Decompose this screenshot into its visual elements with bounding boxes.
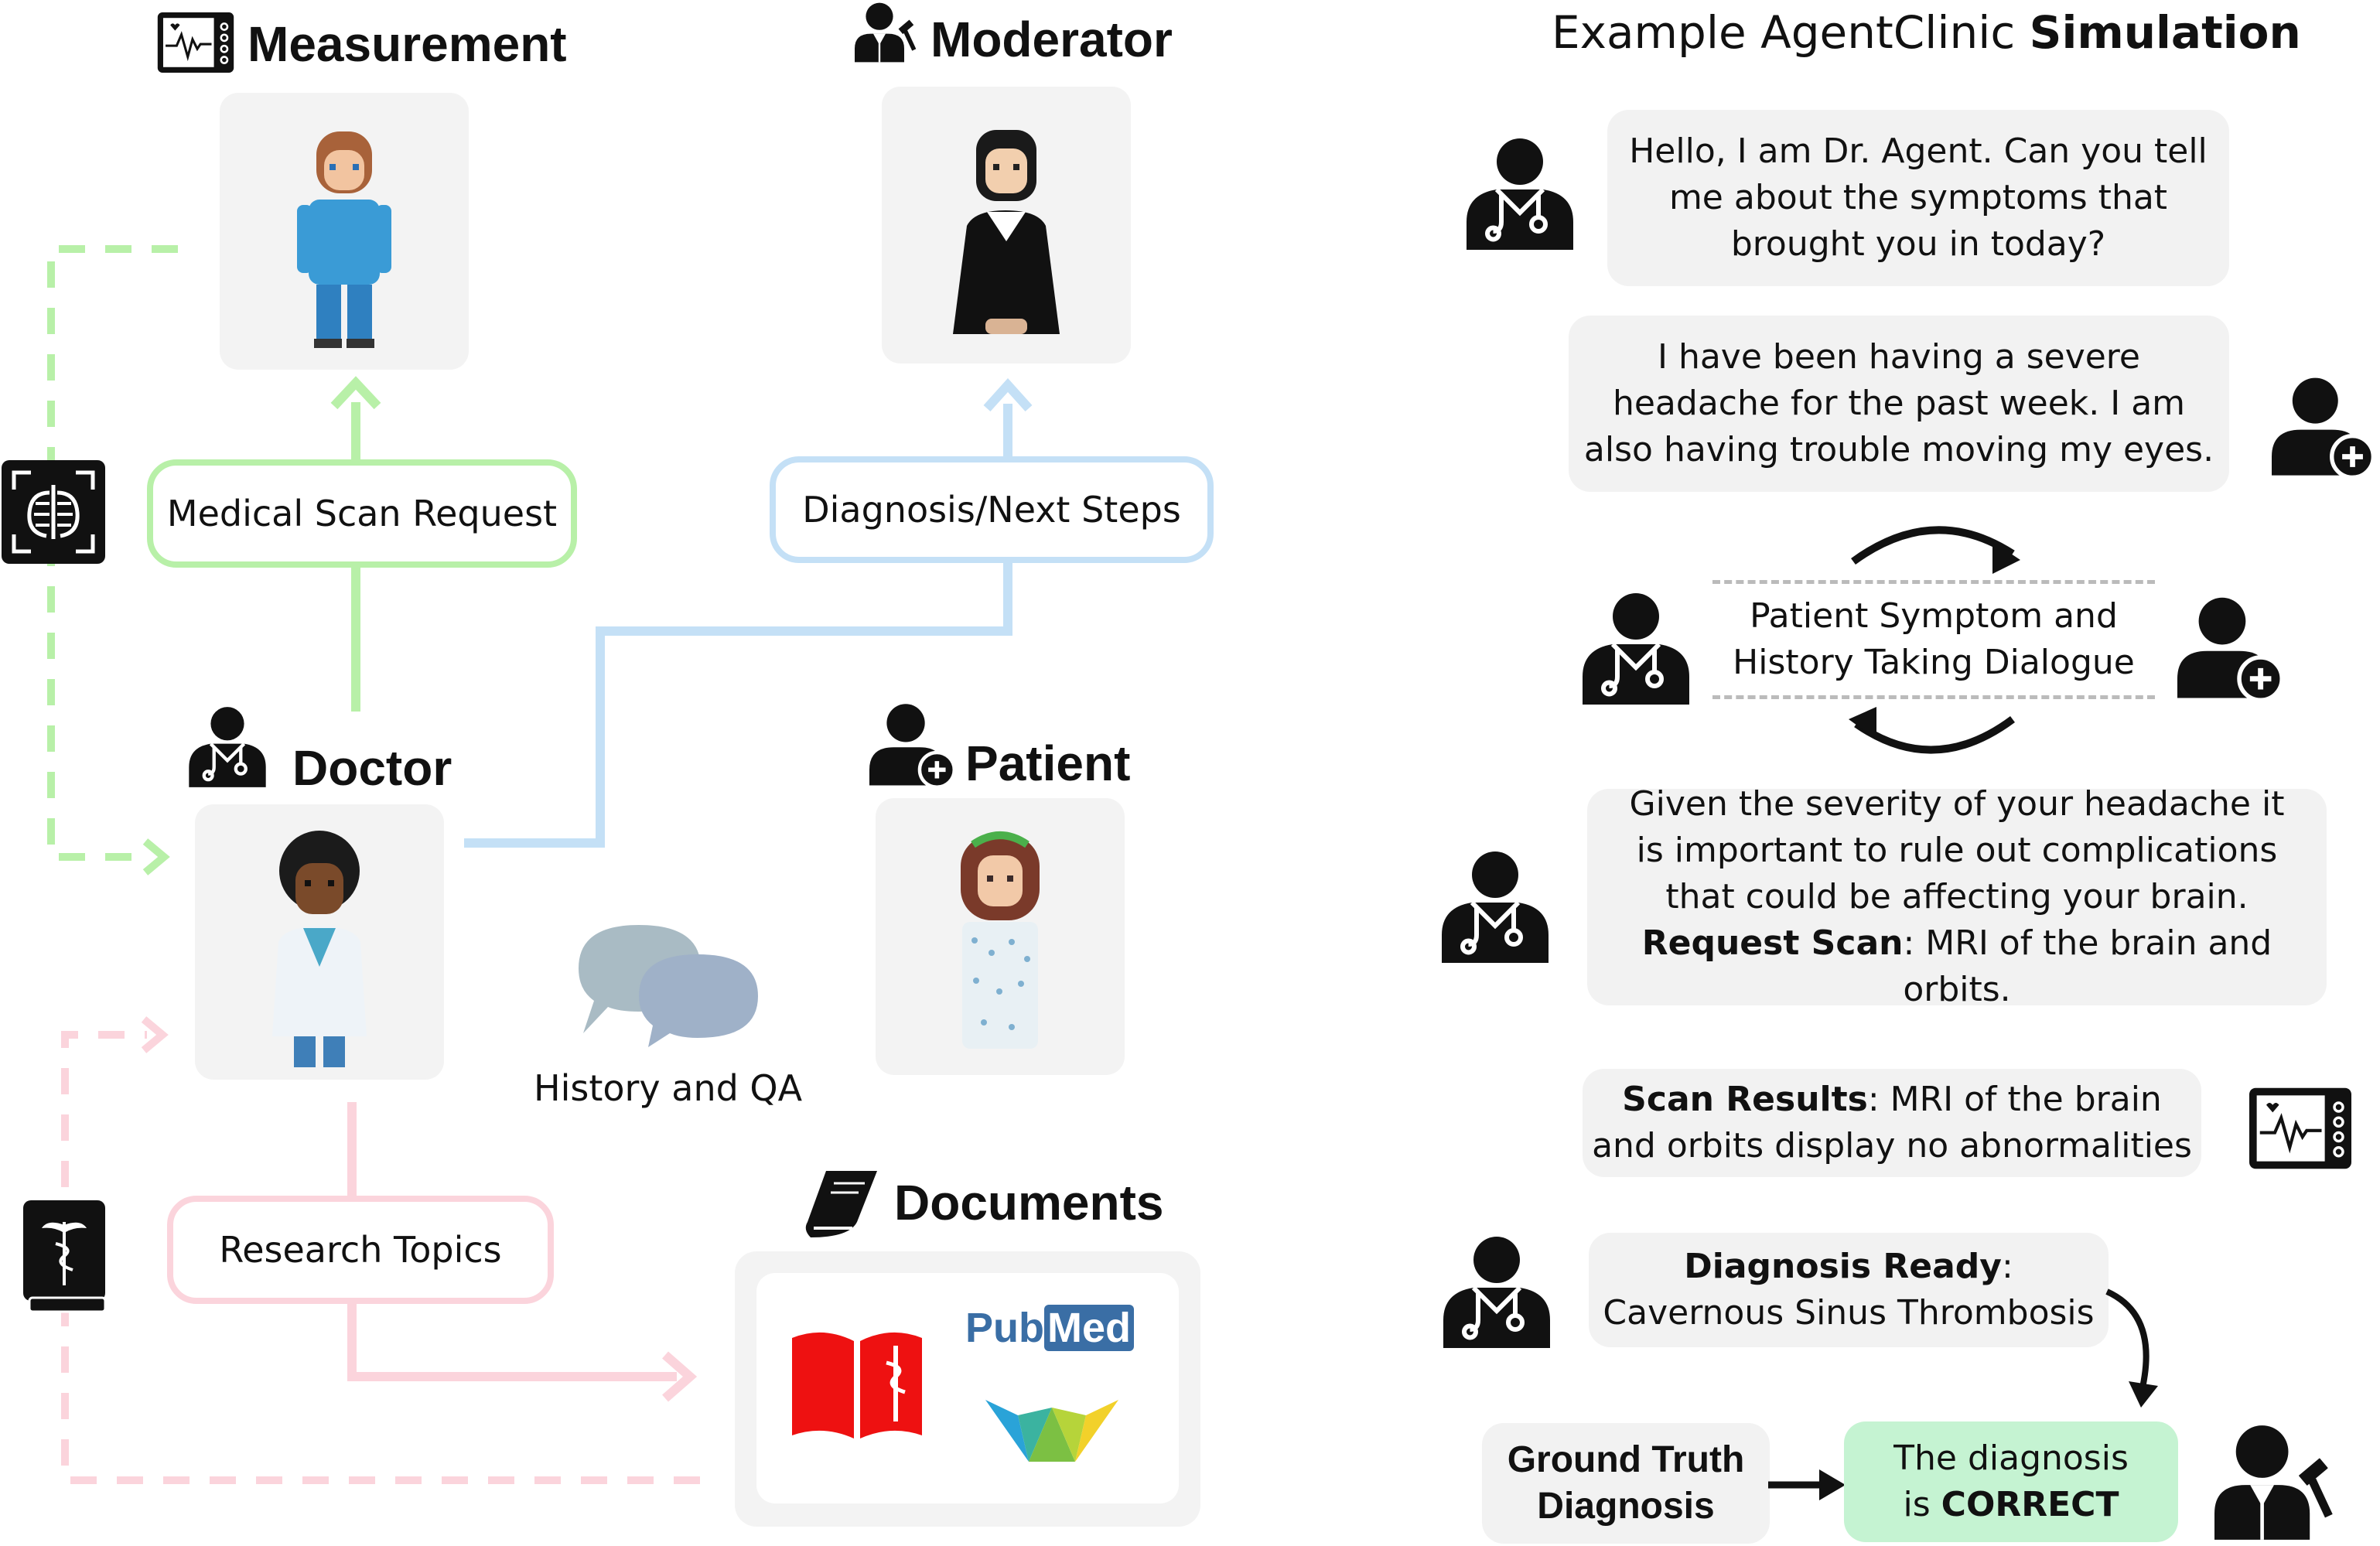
reply-line-2: headache for the past week. I am	[1612, 384, 2186, 423]
patient-avatar	[961, 831, 1040, 1049]
title-plain: Example AgentClinic	[1552, 6, 2030, 59]
reply-line-3: also having trouble moving my eyes.	[1583, 430, 2214, 469]
measurement-title: Measurement	[248, 16, 567, 72]
diagnosis-line-1: Diagnosis Ready:	[1589, 1244, 2109, 1290]
dialogue-cycle-arrows	[1849, 526, 2020, 754]
verdict-box: The diagnosis is CORRECT	[1844, 1421, 2178, 1542]
doctor-icon	[1578, 591, 1694, 707]
greeting-line-3: brought you in today?	[1730, 224, 2106, 264]
red-medical-book-logo	[792, 1332, 922, 1438]
request-line-3: that could be affecting your brain.	[1665, 877, 2249, 916]
loop-line-2: History Taking Dialogue	[1733, 643, 2135, 682]
request-line-2: is important to rule out complications	[1636, 831, 2278, 870]
green-dashed-arrowhead	[142, 838, 170, 875]
title-bold: Simulation	[2029, 6, 2301, 59]
judge-avatar	[953, 130, 1060, 334]
blue-arrowhead	[983, 378, 1033, 412]
chat-bubbles-icon	[579, 925, 758, 1047]
pubmed-pub: Pub	[965, 1305, 1044, 1351]
patient-title: Patient	[965, 735, 1131, 791]
doctor-icon	[183, 705, 272, 789]
verdict-line-1: The diagnosis	[1893, 1438, 2129, 1478]
history-qa-label: History and QA	[534, 1067, 803, 1109]
moderator-card	[882, 87, 1131, 363]
wiki-crown-logo	[985, 1400, 1118, 1462]
medical-book-icon	[23, 1200, 107, 1313]
pubmed-med: Med	[1044, 1305, 1134, 1351]
documents-title: Documents	[894, 1175, 1164, 1230]
measurement-card	[220, 93, 469, 370]
scan-line-2: and orbits display no abnormalities	[1592, 1126, 2192, 1165]
dialogue-loop-box: Patient Symptom and History Taking Dialo…	[1712, 580, 2155, 699]
doctor-icon	[1439, 1234, 1555, 1350]
doctor-request-bubble: Given the severity of your headache it i…	[1587, 784, 2327, 1009]
verdict-is: is	[1903, 1485, 1941, 1524]
monitor-icon	[155, 11, 237, 74]
patient-card	[876, 798, 1125, 1075]
verdict-correct: CORRECT	[1941, 1485, 2119, 1524]
moderator-title: Moderator	[930, 12, 1173, 67]
ground-truth-line-2: Diagnosis	[1537, 1486, 1715, 1527]
ground-truth-box: Ground Truth Diagnosis	[1482, 1423, 1770, 1544]
verdict-line-2: is CORRECT	[1844, 1482, 2178, 1528]
scan-request-label: Medical Scan Request	[147, 459, 577, 568]
green-arrowhead	[330, 376, 381, 410]
request-scan-label: Request Scan	[1641, 923, 1904, 963]
pink-arrowhead	[662, 1351, 698, 1402]
diagnosis-to-verdict-arrow	[2105, 1288, 2158, 1408]
diagnosis-ready-colon: :	[2001, 1247, 2013, 1286]
pink-edge-research	[347, 1102, 677, 1381]
request-line-4: Request Scan: MRI of the brain and orbit…	[1587, 920, 2327, 1013]
doctor-icon	[1437, 849, 1553, 965]
request-scan-text: : MRI of the brain and orbits.	[1903, 923, 2272, 1009]
doctor-avatar	[272, 831, 367, 1067]
patient-icon	[868, 702, 958, 789]
diagnosis-ready-label: Diagnosis Ready	[1684, 1247, 2002, 1286]
patient-icon	[2269, 376, 2378, 479]
doctor-icon	[1462, 136, 1578, 252]
doctor-card	[195, 804, 444, 1080]
scan-line-1: Scan Results: MRI of the brain	[1583, 1077, 2201, 1123]
patient-icon	[2177, 596, 2285, 702]
pink-dashed-arrowhead	[141, 1016, 169, 1053]
book-icon	[805, 1171, 877, 1237]
greeting-line-2: me about the symptoms that	[1668, 178, 2168, 217]
simulation-title: Example AgentClinic Simulation	[1552, 6, 2301, 59]
nurse-avatar	[297, 131, 391, 348]
judge-icon	[2204, 1423, 2344, 1542]
compare-arrow	[1768, 1469, 1846, 1500]
judge-icon	[847, 2, 924, 63]
diagnosis-ready-bubble: Diagnosis Ready: Cavernous Sinus Thrombo…	[1589, 1233, 2109, 1347]
reply-line-1: I have been having a severe	[1657, 337, 2140, 377]
loop-line-1: Patient Symptom and	[1750, 596, 2118, 636]
request-line-1: Given the severity of your headache it	[1629, 784, 2285, 824]
research-topics-label: Research Topics	[167, 1196, 554, 1304]
diagnosis-value: Cavernous Sinus Thrombosis	[1603, 1293, 2095, 1333]
patient-reply-bubble: I have been having a severe headache for…	[1569, 316, 2229, 492]
scan-results-text-1: : MRI of the brain	[1867, 1080, 2162, 1119]
monitor-icon	[2240, 1086, 2361, 1171]
greeting-line-1: Hello, I am Dr. Agent. Can you tell	[1629, 131, 2208, 171]
pubmed-logo: PubMed	[965, 1304, 1134, 1352]
xray-icon	[2, 460, 105, 564]
ground-truth-line-1: Ground Truth	[1507, 1439, 1745, 1480]
doctor-title: Doctor	[292, 740, 452, 796]
diagnosis-next-label: Diagnosis/Next Steps	[770, 456, 1214, 563]
doctor-greeting-bubble: Hello, I am Dr. Agent. Can you tell me a…	[1607, 110, 2229, 286]
scan-results-bubble: Scan Results: MRI of the brain and orbit…	[1583, 1069, 2201, 1177]
scan-results-label: Scan Results	[1622, 1080, 1868, 1119]
